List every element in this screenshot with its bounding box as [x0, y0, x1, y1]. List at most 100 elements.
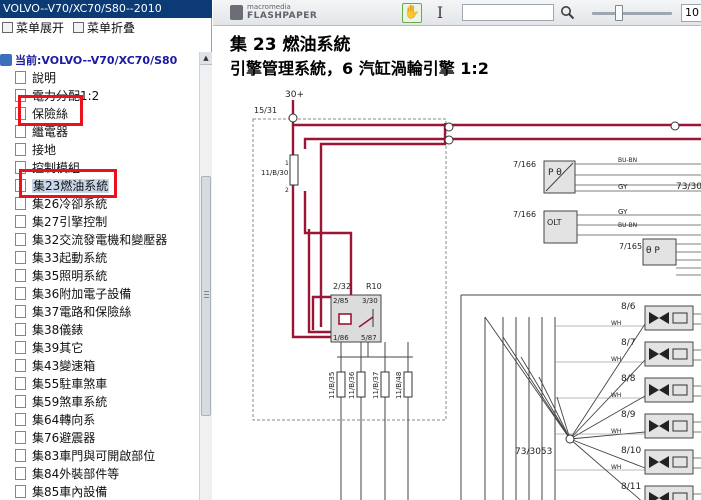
- fuse-d-label: 11/B/48: [395, 372, 403, 399]
- wire-color-label: WH: [611, 356, 621, 363]
- splice-junction: [565, 434, 575, 444]
- page-icon: [15, 233, 26, 246]
- injector-symbol: [649, 420, 659, 432]
- logo-product: FLASHPAPER: [247, 11, 318, 21]
- injector-label: 8/8: [621, 374, 636, 384]
- expand-menu-button[interactable]: 菜单展开: [2, 19, 64, 37]
- tree-item[interactable]: 集55駐車煞車: [15, 375, 107, 393]
- harness-wire: [319, 123, 447, 327]
- injector-coil: [672, 456, 688, 468]
- hand-icon[interactable]: ✋: [402, 3, 422, 23]
- injector-symbol: [649, 456, 659, 468]
- sensor-symbol: P θ: [548, 168, 562, 178]
- page-icon: [15, 359, 26, 372]
- page-icon: [15, 323, 26, 336]
- zoom-slider-handle[interactable]: [615, 5, 623, 21]
- tree-scrollbar[interactable]: ▲: [199, 52, 212, 500]
- tree-item[interactable]: 繼電器: [15, 123, 68, 141]
- search-icon[interactable]: [560, 5, 575, 20]
- tree-item[interactable]: 集39其它: [15, 339, 83, 357]
- tree-item-label: 集27引擎控制: [32, 215, 108, 229]
- search-input[interactable]: [462, 4, 554, 21]
- sensor-label: 7/166: [513, 210, 536, 219]
- tree-item-label: 繼電器: [32, 125, 69, 139]
- expand-menu-label: 菜单展开: [16, 21, 65, 35]
- wire-color-label: BU-BN: [618, 157, 637, 164]
- tree-item-label: 集32交流發電機和變壓器: [32, 233, 168, 247]
- relay-contact: [358, 316, 374, 328]
- fuse-pin-label: 1: [285, 160, 289, 167]
- injector-symbol: [659, 456, 669, 468]
- tree-item[interactable]: 接地: [15, 141, 56, 159]
- tree-item[interactable]: 集59煞車系統: [15, 393, 107, 411]
- tree-item[interactable]: 集33起動系統: [15, 249, 107, 267]
- page-icon: [15, 431, 26, 444]
- tree-item-label: 說明: [32, 71, 57, 85]
- zoom-level-field[interactable]: 10: [681, 4, 701, 22]
- harness-wire: [307, 229, 331, 334]
- tree-item-label: 集83車門與可開啟部位: [32, 449, 156, 463]
- fuse-c-label: 11/B/37: [372, 372, 380, 399]
- fuse-b: [356, 371, 366, 398]
- tree-item-label: 集43變速箱: [32, 359, 96, 373]
- text-cursor-icon[interactable]: I: [436, 3, 444, 22]
- page-icon: [15, 287, 26, 300]
- injector-label: 8/9: [621, 410, 636, 420]
- tree-item-label: 保險絲: [32, 107, 69, 121]
- injector-coil: [672, 420, 688, 432]
- tree-item[interactable]: 集64轉向系: [15, 411, 95, 429]
- wire-color-label: WH: [611, 392, 621, 399]
- tree-item[interactable]: 集35照明系統: [15, 267, 107, 285]
- tree-item[interactable]: 集27引擎控制: [15, 213, 107, 231]
- tree-item-label: 集33起動系統: [32, 251, 108, 265]
- injector-symbol: [659, 312, 669, 324]
- tree-item[interactable]: 說明: [15, 69, 56, 87]
- sensor-symbol: OLT: [547, 218, 562, 227]
- injector-label: 8/7: [621, 338, 635, 348]
- page-subtitle: 引擎管理系統，6 汽缸渦輪引擎 1:2: [230, 59, 489, 78]
- scroll-thumb[interactable]: [201, 176, 211, 416]
- collapse-menu-button[interactable]: 菜单折叠: [73, 19, 135, 37]
- tree-item-label: 集55駐車煞車: [32, 377, 108, 391]
- harness-wire: [291, 100, 701, 127]
- harness-wire: [291, 125, 338, 339]
- junction-dot: [670, 121, 680, 131]
- sensor-label: 7/166: [513, 160, 536, 169]
- wire-color-label: WH: [611, 320, 621, 327]
- tree-item[interactable]: 集85車內設備: [15, 483, 107, 500]
- connector-label: 73/30: [676, 182, 701, 192]
- fuse-box-label: 15/31: [254, 106, 277, 115]
- page-icon: [15, 413, 26, 426]
- tree-item[interactable]: 集36附加電子設備: [15, 285, 131, 303]
- page-title: 集 23 燃油系統: [230, 35, 351, 55]
- zoom-slider-track[interactable]: [592, 12, 672, 15]
- tree-item[interactable]: 集83車門與可開啟部位: [15, 447, 155, 465]
- tree-item-label: 集26冷卻系統: [32, 197, 108, 211]
- sensor-symbol: θ P: [646, 246, 660, 256]
- supply-label: 30+: [285, 90, 304, 100]
- fuse-d: [403, 371, 413, 398]
- page-icon: [15, 341, 26, 354]
- injector-coil: [672, 312, 688, 324]
- fuse-c: [380, 371, 390, 398]
- relay-pin-label: 1/86: [333, 334, 349, 342]
- tree-item-label: 集84外裝部件等: [32, 467, 120, 481]
- tree-root[interactable]: 当前:VOLVO--V70/XC70/S80: [0, 52, 177, 70]
- tree-item[interactable]: 集38儀錶: [15, 321, 83, 339]
- tree-item[interactable]: 集76避震器: [15, 429, 95, 447]
- injector-label: 8/10: [621, 446, 641, 456]
- tree-item[interactable]: 集84外裝部件等: [15, 465, 119, 483]
- tree-root-label: 当前:VOLVO--V70/XC70/S80: [15, 54, 178, 67]
- junction-dot: [444, 122, 454, 132]
- tree-item[interactable]: 集43變速箱: [15, 357, 95, 375]
- scroll-up-arrow-icon[interactable]: ▲: [200, 52, 212, 65]
- tree-item-label: 集76避震器: [32, 431, 96, 445]
- tree-item[interactable]: 集32交流發電機和變壓器: [15, 231, 167, 249]
- tree-item[interactable]: 集37電路和保險絲: [15, 303, 131, 321]
- wire-color-label: GY: [618, 208, 628, 216]
- tree-item-label: 集37電路和保險絲: [32, 305, 132, 319]
- highlight-box-fuses: [18, 95, 83, 126]
- logo-brand: macromedia: [247, 3, 291, 11]
- fuse-b-label: 11/B/36: [348, 371, 356, 399]
